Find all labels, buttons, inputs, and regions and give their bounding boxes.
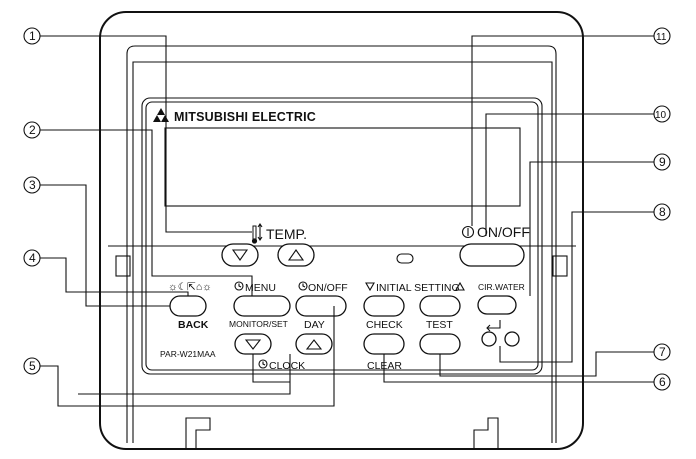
brand-name: MITSUBISHI ELECTRIC <box>174 110 316 124</box>
svg-text:1: 1 <box>29 29 36 43</box>
triangle-down-icon <box>231 249 249 261</box>
cover-outline <box>126 45 557 443</box>
day-label: DAY <box>304 319 325 331</box>
cir-water-button[interactable] <box>477 295 517 315</box>
callout-numbers: 1 2 3 4 5 6 7 8 9 10 11 <box>23 27 671 391</box>
controller-body <box>99 11 584 450</box>
test-run-button[interactable] <box>419 333 461 355</box>
callout-11 <box>653 27 671 45</box>
menu-label: MENU <box>245 282 276 294</box>
callout-3 <box>23 176 41 194</box>
back-label: BACK <box>178 319 209 331</box>
hinge-left <box>115 255 131 277</box>
temp-up-button[interactable] <box>277 243 315 267</box>
svg-text:3: 3 <box>29 178 36 192</box>
model-label: PAR-W21MAA <box>160 349 216 359</box>
callout-2 <box>23 121 41 139</box>
bottom-tab-left <box>185 417 211 449</box>
callout-10 <box>653 105 671 123</box>
svg-text:2: 2 <box>29 123 36 137</box>
callout-7 <box>653 343 671 361</box>
day-button[interactable] <box>295 333 333 355</box>
initial-setting-up-icon <box>455 281 465 291</box>
callout-6 <box>653 373 671 391</box>
callout-8 <box>653 203 671 221</box>
svg-text:4: 4 <box>29 251 36 265</box>
timer-on-off-label: ON/OFF <box>308 282 348 294</box>
lcd-display <box>164 127 521 207</box>
callout-9 <box>653 153 671 171</box>
svg-text:6: 6 <box>659 375 666 389</box>
svg-text:8: 8 <box>659 205 666 219</box>
front-panel-inner <box>145 101 539 371</box>
clear-button[interactable] <box>363 333 405 355</box>
svg-text:10: 10 <box>655 110 667 121</box>
on-off-label: ON/OFF <box>477 224 530 240</box>
enter-button-left[interactable] <box>481 331 497 347</box>
clock-label: CLOCK <box>269 360 305 372</box>
triangle-up-icon <box>287 249 305 261</box>
hinge-right <box>552 255 568 277</box>
svg-text:11: 11 <box>656 32 667 43</box>
check-button[interactable] <box>363 295 405 317</box>
bottom-tab-right <box>473 417 499 449</box>
temp-down-button[interactable] <box>221 243 259 267</box>
mode-icons-label: ☼☾⇱⌂☼ <box>168 281 212 293</box>
svg-text:9: 9 <box>659 155 666 169</box>
timer-clock-icon <box>298 281 308 291</box>
svg-text:7: 7 <box>659 345 666 359</box>
triangle-up-icon <box>305 339 323 350</box>
clock-icon <box>258 359 268 369</box>
operation-lamp <box>396 253 414 264</box>
test-button[interactable] <box>419 295 461 317</box>
on-off-button[interactable] <box>459 243 525 267</box>
triangle-down-icon <box>244 339 262 350</box>
cover-inner-outline <box>132 61 553 443</box>
monitor-set-label: MONITOR/SET <box>229 319 288 329</box>
front-panel <box>141 97 543 375</box>
clock-icon <box>234 281 244 291</box>
callout-leaders <box>40 35 654 407</box>
monitor-set-button[interactable] <box>234 333 272 355</box>
timer-on-off-button[interactable] <box>295 295 347 317</box>
svg-text:5: 5 <box>29 359 36 373</box>
mode-back-button[interactable] <box>169 295 207 317</box>
initial-setting-label: INITIAL SETTING <box>376 282 460 294</box>
callout-5 <box>23 357 41 375</box>
test-label: TEST <box>426 319 453 331</box>
thermometer-icon <box>251 223 263 244</box>
cir-water-label: CIR.WATER <box>478 282 525 292</box>
callout-1 <box>23 27 41 45</box>
callout-4 <box>23 249 41 267</box>
menu-button[interactable] <box>233 295 291 317</box>
check-label: CHECK <box>366 319 403 331</box>
enter-button-right[interactable] <box>504 331 520 347</box>
clear-label: CLEAR <box>367 360 402 372</box>
mitsubishi-logo <box>153 108 169 122</box>
enter-arrow-icon <box>486 320 501 332</box>
initial-setting-down-icon <box>365 282 375 292</box>
power-icon <box>461 225 475 239</box>
temp-label: TEMP. <box>266 226 307 242</box>
